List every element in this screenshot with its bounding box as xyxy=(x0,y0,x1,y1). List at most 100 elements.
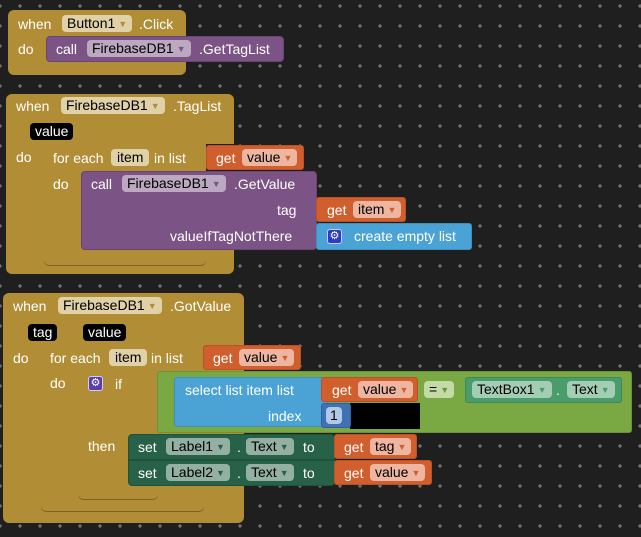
dropdown-arrow-icon: ▼ xyxy=(283,153,293,163)
dropdown-arrow-icon: ▼ xyxy=(600,385,610,395)
dot-label: . xyxy=(237,465,241,481)
variable-dropdown[interactable]: tag▼ xyxy=(370,438,412,455)
component-dropdown[interactable]: FirebaseDB1▼ xyxy=(61,97,165,114)
component-dropdown[interactable]: FirebaseDB1▼ xyxy=(87,40,191,57)
variable-dropdown[interactable]: value▼ xyxy=(358,381,414,398)
event-name: .Click xyxy=(139,16,174,32)
get-label: get xyxy=(213,350,233,366)
variable-dropdown[interactable]: item▼ xyxy=(353,201,402,218)
index-label: index xyxy=(268,408,302,424)
dropdown-arrow-icon: ▼ xyxy=(280,353,290,363)
dropdown-arrow-icon: ▼ xyxy=(411,468,421,478)
gear-icon[interactable]: ⚙ xyxy=(88,376,103,391)
get-label: get xyxy=(216,150,236,166)
variable-name: value xyxy=(247,149,281,165)
event-name: .TagList xyxy=(173,98,222,114)
property-dropdown[interactable]: Text▼ xyxy=(246,438,294,455)
operator-dropdown[interactable]: =▼ xyxy=(424,381,455,398)
dropdown-arrow-icon: ▼ xyxy=(387,205,397,215)
get-label: get xyxy=(327,202,347,218)
call-label: call xyxy=(91,176,113,192)
get-label: get xyxy=(344,465,364,481)
component-name: FirebaseDB1 xyxy=(92,40,174,56)
method-name: .GetValue xyxy=(234,176,296,192)
dropdown-arrow-icon: ▼ xyxy=(150,101,160,111)
component-dropdown[interactable]: Label2▼ xyxy=(166,464,230,481)
when-label: when xyxy=(16,98,50,114)
loop-variable[interactable]: item xyxy=(109,349,148,366)
event-param-value[interactable]: value xyxy=(83,324,127,341)
arg-label-value-if-tag-not-there: valueIfTagNotThere xyxy=(170,228,293,244)
property-name: Text xyxy=(251,464,277,480)
dot-label: . xyxy=(237,439,241,455)
select-list-item-label: select list item list xyxy=(185,382,294,398)
component-dropdown[interactable]: Label1▼ xyxy=(166,438,230,455)
for-each-label: for each xyxy=(50,350,101,366)
dropdown-arrow-icon: ▼ xyxy=(216,442,225,452)
dot-label: . xyxy=(556,382,560,398)
get-label: get xyxy=(332,382,352,398)
set-property-block-label2[interactable] xyxy=(128,460,335,486)
when-label: when xyxy=(18,16,52,32)
dropdown-arrow-icon: ▼ xyxy=(279,468,289,478)
component-name: Button1 xyxy=(67,15,116,31)
dropdown-arrow-icon: ▼ xyxy=(537,385,547,395)
dropdown-arrow-icon: ▼ xyxy=(147,301,157,311)
set-property-block-label1[interactable] xyxy=(128,434,335,460)
dropdown-arrow-icon: ▼ xyxy=(216,468,225,478)
create-empty-list-block[interactable] xyxy=(316,223,472,250)
method-name: .GetTagList xyxy=(199,41,270,57)
get-label: get xyxy=(344,439,364,455)
property-dropdown[interactable]: Text▼ xyxy=(567,381,615,398)
variable-dropdown[interactable]: value▼ xyxy=(370,464,426,481)
in-list-label: in list xyxy=(154,150,186,166)
gear-icon[interactable]: ⚙ xyxy=(327,229,342,244)
dropdown-arrow-icon: ▼ xyxy=(176,44,186,54)
component-dropdown[interactable]: TextBox1▼ xyxy=(472,381,552,398)
dropdown-arrow-icon: ▼ xyxy=(440,385,450,395)
number-value[interactable]: 1 xyxy=(326,407,342,424)
event-param-tag[interactable]: tag xyxy=(28,324,58,341)
do-label: do xyxy=(18,41,34,57)
variable-name: value xyxy=(363,381,397,397)
variable-dropdown[interactable]: value▼ xyxy=(242,149,298,166)
dropdown-arrow-icon: ▼ xyxy=(211,179,221,189)
event-param-value[interactable]: value xyxy=(30,123,74,140)
do-label: do xyxy=(53,176,69,192)
select-list-item-block[interactable] xyxy=(174,377,328,427)
in-list-label: in list xyxy=(151,350,183,366)
variable-name: value xyxy=(375,464,409,480)
dropdown-arrow-icon: ▼ xyxy=(397,442,407,452)
component-dropdown[interactable]: Button1▼ xyxy=(62,15,133,32)
if-label: if xyxy=(115,376,122,392)
to-label: to xyxy=(303,439,315,455)
component-name: FirebaseDB1 xyxy=(127,175,209,191)
for-each-label: for each xyxy=(53,150,104,166)
create-empty-list-label: create empty list xyxy=(354,228,456,244)
empty-gap xyxy=(350,403,420,429)
property-name: Text xyxy=(251,438,277,454)
component-name: Label2 xyxy=(171,464,214,480)
property-dropdown[interactable]: Text▼ xyxy=(246,464,294,481)
variable-name: tag xyxy=(375,438,395,454)
loop-variable[interactable]: item xyxy=(111,149,150,166)
call-label: call xyxy=(56,41,78,57)
then-label: then xyxy=(88,438,116,454)
variable-dropdown[interactable]: value▼ xyxy=(239,349,295,366)
component-name: FirebaseDB1 xyxy=(63,297,145,313)
dropdown-arrow-icon: ▼ xyxy=(279,442,289,452)
dropdown-arrow-icon: ▼ xyxy=(399,385,409,395)
variable-name: value xyxy=(244,349,278,365)
component-dropdown[interactable]: FirebaseDB1▼ xyxy=(122,175,226,192)
arg-label-tag: tag xyxy=(277,202,297,218)
component-name: FirebaseDB1 xyxy=(66,97,148,113)
component-dropdown[interactable]: FirebaseDB1▼ xyxy=(58,297,162,314)
operator: = xyxy=(429,381,438,397)
variable-name: item xyxy=(358,201,385,217)
do-label: do xyxy=(13,350,29,366)
set-label: set xyxy=(138,439,157,455)
dropdown-arrow-icon: ▼ xyxy=(118,19,128,29)
event-name: .GotValue xyxy=(170,298,232,314)
when-label: when xyxy=(13,298,47,314)
component-name: Label1 xyxy=(171,438,214,454)
